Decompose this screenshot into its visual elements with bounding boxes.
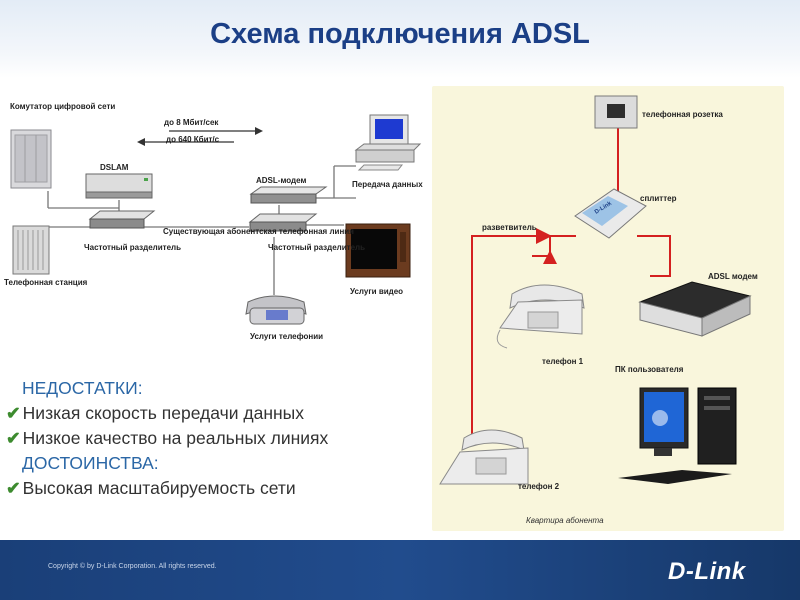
dslam-device	[85, 173, 153, 199]
left-splitter-device	[88, 210, 156, 229]
adsl-modem-device	[638, 281, 752, 337]
footer-bar	[0, 540, 800, 600]
left-adsl-modem-device	[249, 186, 328, 204]
switch-label: Комутатор цифровой сети	[10, 102, 116, 111]
left-diagram-graphics	[10, 114, 422, 325]
user-pc-device	[618, 387, 737, 484]
station-label: Телефонная станция	[4, 278, 88, 287]
line-label: Существующая абонентская телефонная лини…	[163, 227, 354, 236]
digital-switch-device	[10, 129, 52, 189]
branch-label: разветвитель	[482, 223, 537, 232]
telephone-station-device	[12, 225, 50, 275]
splitter-device: D-Link	[574, 188, 647, 239]
adsl-modem-label: ADSL-модем	[256, 176, 307, 185]
splitter-label: сплиттер	[640, 194, 677, 203]
cons-item-2: ✔Низкое качество на реальных линиях	[6, 428, 329, 448]
phone2-label: телефон 2	[518, 482, 560, 491]
tv-device	[345, 223, 411, 278]
apartment-label: Квартира абонента	[526, 516, 604, 525]
video-label: Услуги видео	[350, 287, 404, 296]
pros-item-1: ✔Высокая масштабируемость сети	[6, 478, 296, 498]
modem-label: ADSL модем	[708, 272, 758, 281]
dslam-label: DSLAM	[100, 163, 129, 172]
data-pc-device	[354, 114, 422, 171]
footer-copyright: Copyright © by D-Link Corporation. All r…	[48, 563, 217, 570]
notes-block: НЕДОСТАТКИ: ✔Низкая скорость передачи да…	[6, 376, 426, 501]
phone1-device	[496, 284, 585, 349]
left-diagram: Комутатор цифровой сети до 8 Мбит/сек до…	[4, 90, 424, 365]
phone1-label: телефон 1	[542, 357, 584, 366]
speed-arrows	[137, 127, 263, 146]
phone-label: Услуги телефонии	[250, 332, 324, 341]
speed-down-label: до 8 Мбит/сек	[164, 118, 219, 127]
slide-title: Схема подключения ADSL	[210, 18, 590, 50]
left-splitter-label: Частотный разделитель	[84, 243, 182, 252]
telephony-phone-device	[245, 295, 307, 325]
pros-heading: ДОСТОИНСТВА:	[22, 453, 159, 473]
right-splitter-device	[248, 213, 318, 232]
cons-item-1: ✔Низкая скорость передачи данных	[6, 403, 304, 423]
title-band	[0, 0, 800, 78]
cons-heading: НЕДОСТАТКИ:	[22, 378, 143, 398]
right-splitter-label: Частотный разделитель	[268, 243, 366, 252]
phone1-arrow	[543, 250, 557, 264]
pc-label: ПК пользователя	[615, 365, 684, 374]
data-transfer-label: Передача данных	[352, 180, 423, 189]
dlink-logo: D-Link	[668, 558, 746, 585]
check-icon: ✔	[6, 478, 21, 498]
right-diagram-graphics: D-Link	[439, 95, 752, 485]
branch-arrow	[536, 228, 552, 244]
phone2-device	[439, 429, 529, 485]
speed-up-label: до 640 Кбит/с	[166, 135, 220, 144]
check-icon: ✔	[6, 428, 21, 448]
right-diagram: D-Link	[432, 86, 784, 531]
check-icon: ✔	[6, 403, 21, 423]
socket-device	[594, 95, 638, 129]
socket-label: телефонная розетка	[642, 110, 723, 119]
